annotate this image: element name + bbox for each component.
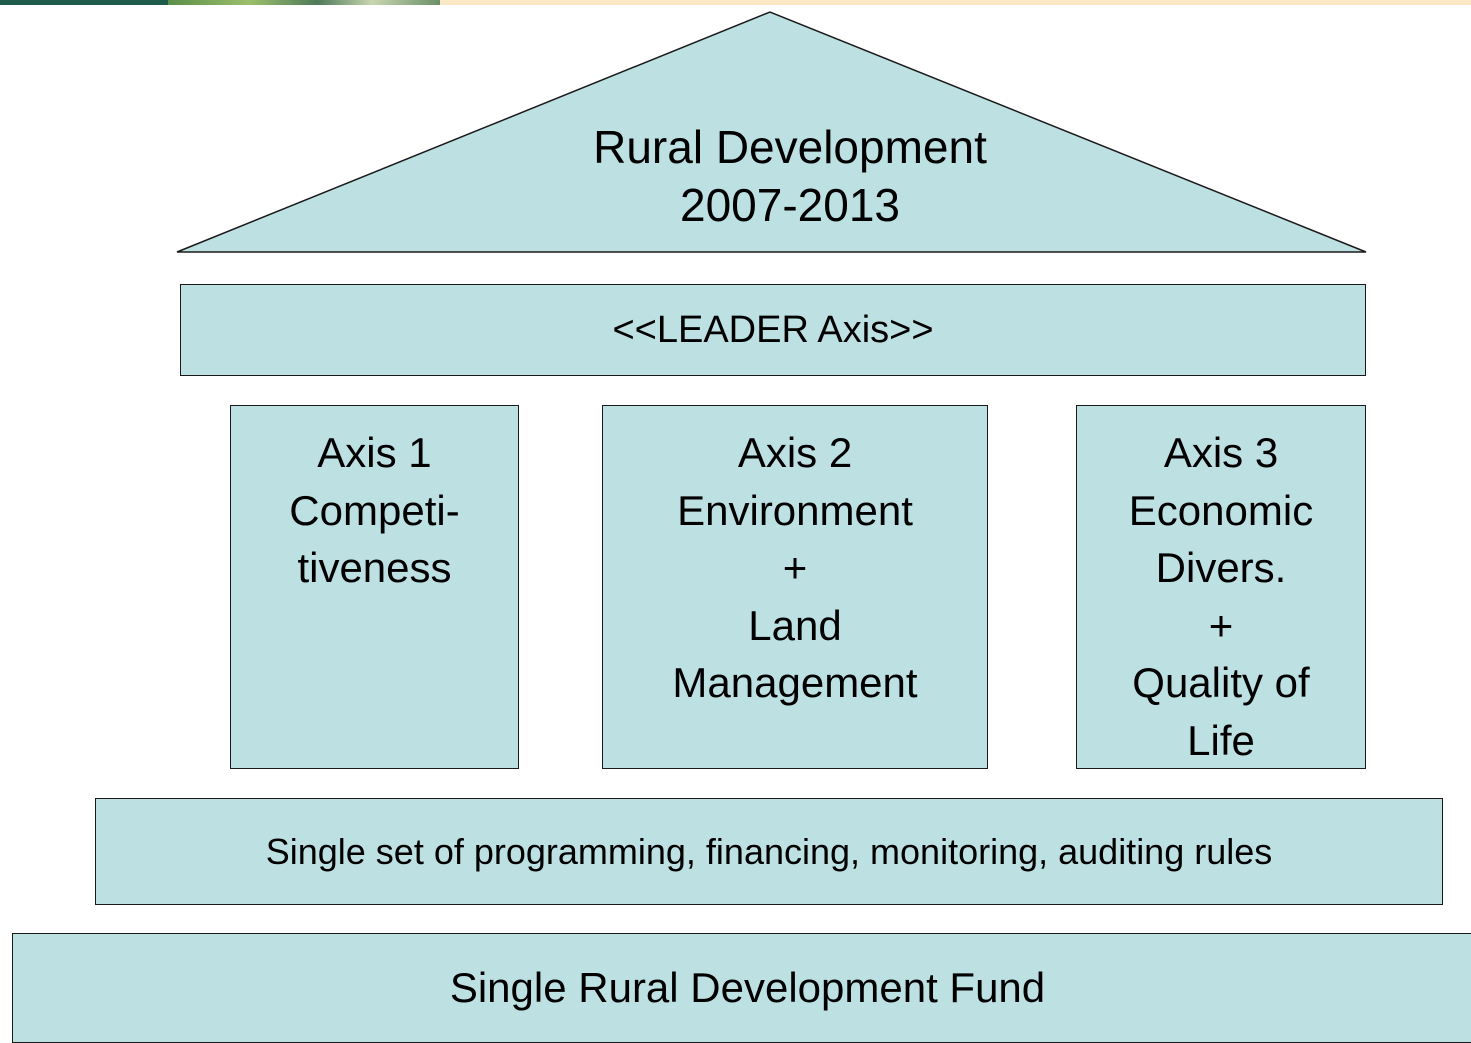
header-strip-photo	[168, 0, 440, 5]
axis-3-line: +	[1208, 601, 1234, 649]
roof-title-line2: 2007-2013	[680, 179, 900, 231]
header-strip-cream	[440, 0, 1471, 5]
axis-3-pillar: Axis 3 Economic Divers. + Quality of Lif…	[1076, 405, 1366, 769]
axis-1-line: Competi-	[289, 486, 460, 534]
axis-3-line: Economic	[1128, 486, 1314, 534]
axis-3-line: Axis 3	[1163, 429, 1279, 476]
axis-2-pillar: Axis 2 Environment + Land Management	[602, 405, 988, 769]
axis-1-pillar: Axis 1 Competi- tiveness	[230, 405, 519, 769]
axis-2-line: Land	[748, 601, 842, 649]
roof-triangle	[176, 11, 1367, 253]
axis-3-line: Quality of	[1132, 659, 1310, 706]
base-fund-step: Single Rural Development Fund	[12, 933, 1471, 1043]
leader-axis-label: <<LEADER Axis>>	[612, 308, 934, 351]
roof-shape	[176, 11, 1367, 253]
axis-1-line: tiveness	[297, 544, 452, 591]
axis-3-line: Life	[1187, 716, 1255, 764]
axis-2-line: Environment	[677, 486, 913, 534]
axis-3-line: Divers.	[1155, 544, 1287, 591]
axis-1-line: Axis 1	[317, 429, 432, 476]
axis-2-line: +	[782, 544, 808, 591]
base-rules-step: Single set of programming, financing, mo…	[95, 798, 1443, 905]
header-strip-green	[0, 0, 168, 5]
axis-2-line: Axis 2	[737, 429, 853, 476]
axis-2-line: Management	[672, 659, 918, 706]
leader-axis-beam: <<LEADER Axis>>	[180, 284, 1366, 376]
roof-title-line1: Rural Development	[593, 121, 987, 173]
roof-title: Rural Development 2007-2013	[520, 118, 1060, 234]
base-fund-label: Single Rural Development Fund	[449, 964, 1046, 1011]
base-rules-label: Single set of programming, financing, mo…	[265, 830, 1273, 872]
